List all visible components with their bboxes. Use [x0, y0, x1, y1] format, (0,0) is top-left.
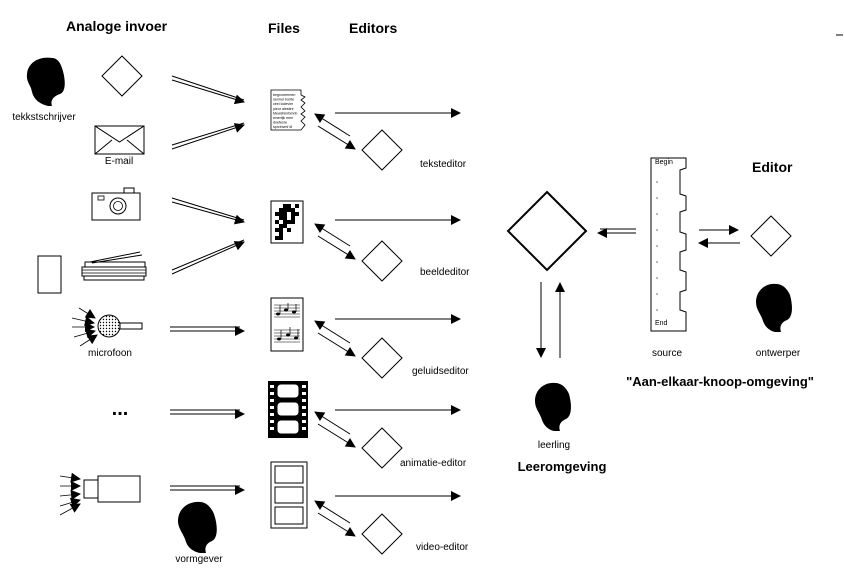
image-pixel-block: [291, 220, 295, 224]
scanner-icon: [81, 251, 147, 281]
image-pixel-block: [287, 208, 291, 212]
file-to-learning-environment-arrows: [335, 108, 461, 501]
editor-label-text: teksteditor: [420, 159, 467, 170]
image-pixel-block: [275, 236, 279, 240]
editor-label-sound: geluidseditor: [412, 366, 469, 377]
text-file-line: ceel lodevirn: [273, 102, 293, 106]
editor-links: [314, 113, 356, 537]
image-pixel-block: [283, 224, 287, 228]
source-begin-label: Begin: [655, 159, 673, 166]
writer-silhouette-icon: [26, 57, 65, 106]
header-editor: Editor: [752, 159, 793, 175]
arrow-writer-to-text-file: [171, 75, 245, 105]
image-pixel-block: [283, 208, 287, 212]
image-pixel-block: [279, 208, 283, 212]
image-pixel-block: [275, 212, 279, 216]
arrow-camera-to-image-file: [171, 197, 245, 225]
text-editor-diamond-icon: [361, 129, 403, 171]
arrow-microphone-to-sound-file: [170, 326, 245, 336]
arrow-email-to-text-file: [171, 122, 245, 150]
image-pixel-block: [283, 216, 287, 220]
email-label: E-mail: [104, 156, 134, 167]
image-pixel-block: [291, 216, 295, 220]
video-editor-diamond-icon: [361, 513, 403, 555]
source-end-label: End: [655, 320, 668, 327]
image-pixel-block: [279, 228, 283, 232]
image-pixel-block: [287, 220, 291, 224]
editor-label-image: beeldeditor: [420, 267, 470, 278]
animation-editor-diamond-icon: [361, 427, 403, 469]
text-file-line: doefesre: [273, 121, 287, 125]
source-document-icon: [650, 157, 687, 332]
text-file-line: Mewshinrbmnb: [273, 111, 297, 115]
editor-label-video: video-editor: [416, 542, 469, 553]
video-file-icon: [270, 461, 308, 529]
envelope-icon: [94, 125, 145, 155]
learning-environment-diamond-icon: [506, 190, 588, 272]
microphone-label: microfoon: [88, 348, 132, 359]
editor-diamonds: [361, 129, 403, 555]
image-pixel-block: [275, 220, 279, 224]
text-file-line: wnertijk men: [273, 116, 293, 120]
arrow-video-camera-to-video-file: [170, 485, 245, 495]
image-pixel-block: [279, 236, 283, 240]
header-editors: Editors: [349, 20, 398, 36]
arrow-more-to-animation-file: [170, 409, 245, 419]
video-camera-icon: [59, 472, 141, 516]
source-label: source: [651, 348, 683, 359]
more-inputs-ellipsis: ...: [111, 398, 129, 420]
assembly-environment-label: "Aan-elkaar-knoop-omgeving": [626, 374, 814, 389]
learner-label: leerling: [537, 440, 571, 451]
image-pixel-block: [279, 212, 283, 216]
designer-form-silhouette-icon: [178, 501, 217, 553]
generic-input-diamond-icon: [101, 55, 143, 97]
designer-silhouette-icon: [756, 283, 792, 332]
image-pixel-block: [295, 212, 299, 216]
text-file-line: begrcorermen: [273, 93, 295, 97]
learning-environment-label: Leeromgeving: [517, 459, 607, 474]
text-file-line: oermel borite: [273, 98, 294, 102]
designer-form-label: vormgever: [175, 554, 223, 565]
camera-icon: [91, 187, 141, 221]
text-file-line: pieur alestire: [273, 107, 294, 111]
image-pixel-block: [275, 228, 279, 232]
image-pixel-block: [291, 212, 295, 216]
sound-editor-diamond-icon: [361, 337, 403, 379]
text-file-line: sprcinvmf dl: [273, 125, 292, 129]
header-files: Files: [268, 20, 300, 36]
image-pixel-block: [295, 204, 299, 208]
designer-label: ontwerper: [755, 348, 801, 359]
header-analog-input: Analoge invoer: [66, 18, 168, 34]
animation-file-icon: [268, 381, 308, 438]
sound-file-icon: [270, 297, 304, 352]
image-editor-diamond-icon: [361, 240, 403, 282]
image-pixel-block: [287, 204, 291, 208]
image-pixel-block: [279, 232, 283, 236]
image-pixel-block: [291, 208, 295, 212]
input-to-file-arrows: [170, 75, 245, 495]
editor-label-animation: animatie-editor: [400, 458, 467, 469]
learner-silhouette-icon: [535, 382, 571, 431]
image-pixel-block: [279, 216, 283, 220]
image-pixel-block: [279, 224, 283, 228]
image-pixel-block: [287, 228, 291, 232]
arrow-scanner-to-image-file: [171, 239, 245, 275]
microphone-icon: [71, 307, 143, 347]
image-pixel-block: [283, 204, 287, 208]
image-file-icon: [270, 200, 304, 244]
image-pixel-block: [283, 212, 287, 216]
editor-diamond-icon: [750, 215, 792, 257]
image-pixel-block: [283, 220, 287, 224]
writer-label: tekkstschrijver: [12, 112, 76, 123]
paper-sheet-icon: [37, 255, 62, 294]
